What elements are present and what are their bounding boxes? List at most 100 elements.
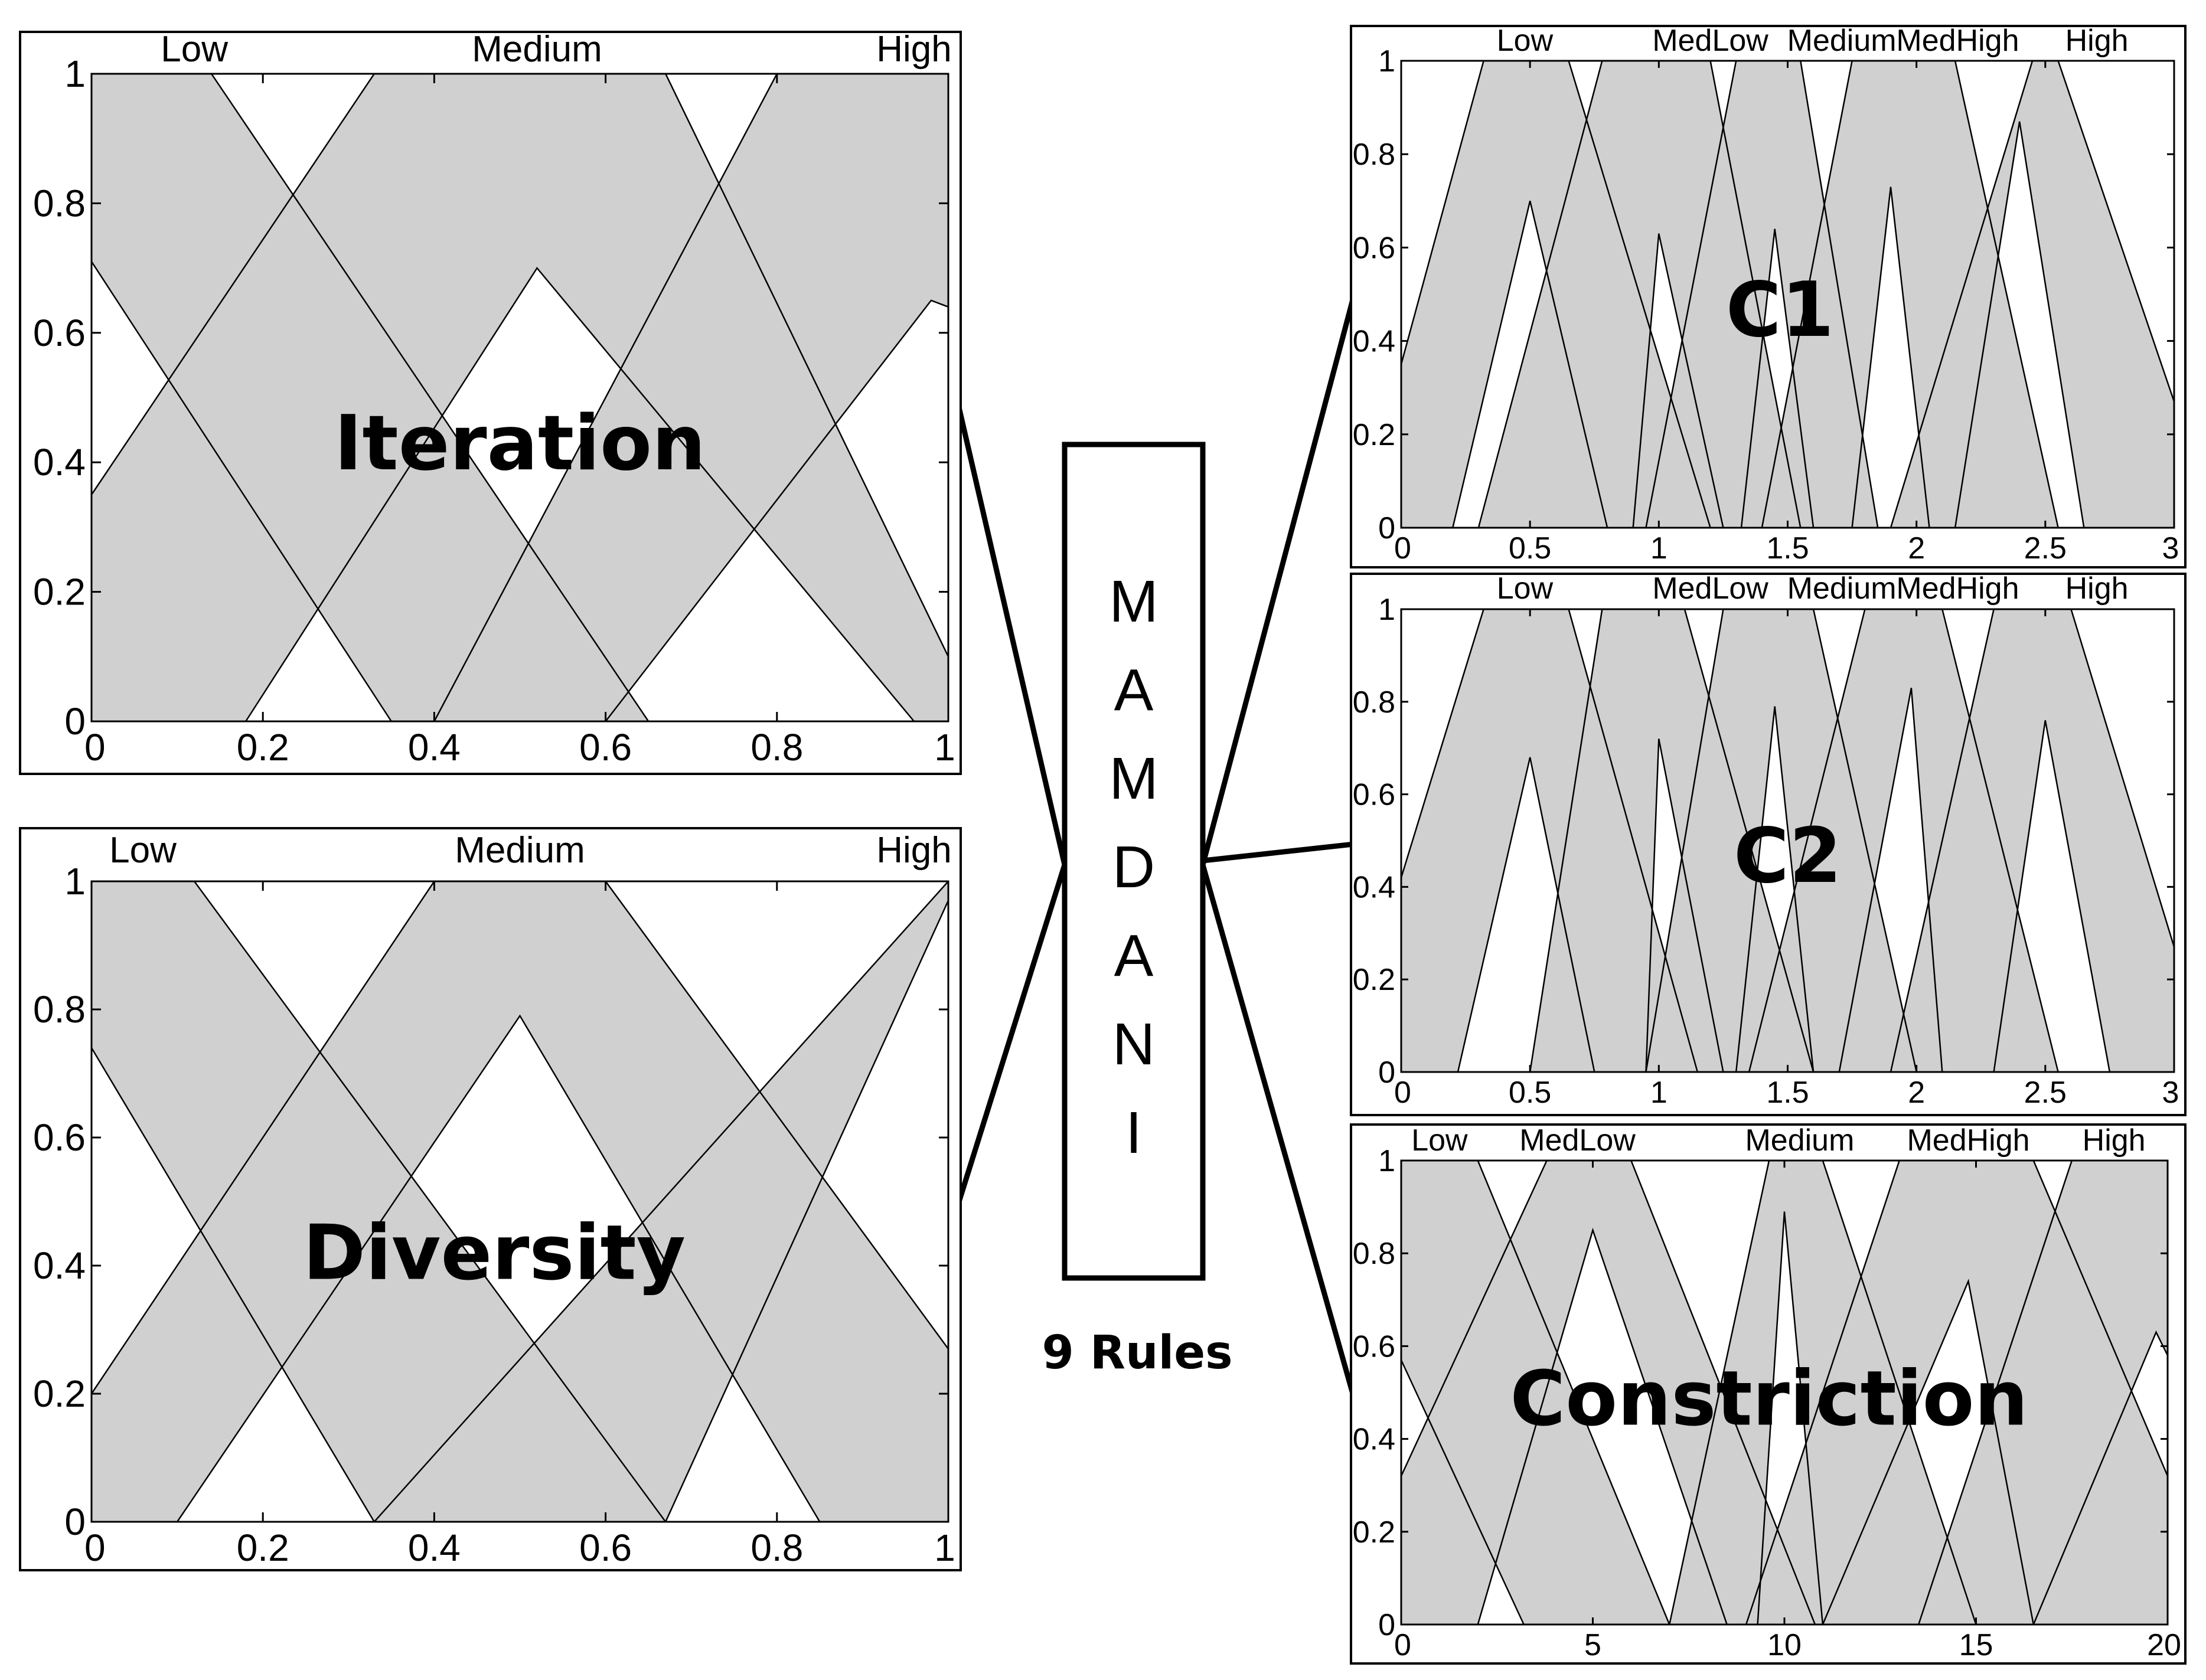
- y-tick-label: 0.6: [1353, 778, 1395, 812]
- y-tick-label: 0: [1378, 1608, 1395, 1642]
- panel-title: Iteration: [334, 400, 706, 488]
- connector-constriction: [1200, 864, 1357, 1399]
- mf-lower-curve: [1838, 688, 1943, 1073]
- x-tick-label: 15: [1959, 1628, 1993, 1662]
- mf-label: High: [2065, 571, 2129, 606]
- mf-lower-curve: [1457, 757, 1595, 1073]
- mf-label: MedLow: [1652, 571, 1768, 606]
- connector-diversity: [956, 864, 1068, 1203]
- y-tick-label: 1: [1378, 1144, 1395, 1178]
- y-tick-label: 0.8: [1353, 1237, 1395, 1271]
- y-tick-label: 0.4: [33, 441, 86, 483]
- x-tick-label: 0: [84, 726, 106, 769]
- mf-label: High: [2083, 1123, 2146, 1158]
- y-tick-label: 0.4: [1353, 1423, 1395, 1457]
- connector-c2: [1202, 841, 1355, 864]
- mamdani-letter: M: [1109, 746, 1158, 812]
- mf-lower-curve: [1851, 187, 1930, 528]
- y-tick-label: 0.6: [1353, 231, 1395, 265]
- panel-title: Diversity: [303, 1210, 686, 1297]
- mf-lower-curve: [1645, 738, 1724, 1073]
- mf-label: Low: [109, 830, 177, 871]
- mf-label: Medium: [1745, 1123, 1854, 1158]
- mamdani-letter: N: [1112, 1011, 1155, 1077]
- x-tick-label: 0: [1394, 1628, 1411, 1662]
- y-tick-label: 1: [1378, 593, 1395, 627]
- mf-label: Low: [1497, 24, 1554, 58]
- mf-label: Medium: [1787, 571, 1897, 606]
- y-tick-label: 0.6: [33, 1116, 86, 1159]
- mf-lower-curve: [1757, 1211, 1824, 1625]
- mf-label: Low: [161, 29, 228, 70]
- x-tick-label: 2.5: [2024, 531, 2067, 566]
- x-tick-label: 1: [1650, 531, 1667, 566]
- mf-band-medhigh: [1401, 1161, 2168, 1625]
- y-tick-label: 0.4: [1353, 870, 1395, 904]
- mf-lower-curve: [245, 266, 915, 722]
- x-tick-label: 1.5: [1766, 531, 1809, 566]
- x-tick-label: 2.5: [2024, 1076, 2067, 1110]
- y-tick-label: 0.2: [1353, 1515, 1395, 1550]
- mf-band-high: [92, 881, 948, 1522]
- mf-lower-curve: [90, 1047, 375, 1522]
- mf-lower-curve: [605, 299, 949, 722]
- y-tick-label: 0: [1378, 511, 1395, 545]
- connector-c1: [1200, 294, 1357, 866]
- x-tick-label: 10: [1767, 1628, 1802, 1662]
- connectors: [956, 294, 1357, 1399]
- mamdani-block: M A M D A N I 9 Rules: [1042, 442, 1233, 1380]
- axes-box: [90, 880, 949, 1523]
- mf-band-low: [92, 881, 948, 1522]
- x-tick-label: 0.4: [408, 726, 461, 769]
- y-tick-label: 1: [64, 53, 86, 95]
- x-tick-label: 0.8: [750, 726, 803, 769]
- y-tick-label: 0.4: [33, 1244, 86, 1287]
- mf-label: MedHigh: [1896, 571, 2019, 606]
- mf-lower-curve: [1477, 1227, 1728, 1625]
- mf-band-high: [92, 74, 948, 721]
- mf-upper-curve: [373, 881, 949, 1522]
- mf-lower-curve: [177, 1014, 821, 1522]
- x-tick-label: 3: [2162, 1076, 2179, 1110]
- y-tick-label: 0.8: [1353, 685, 1395, 720]
- x-tick-label: 5: [1584, 1628, 1601, 1662]
- mf-label: MedHigh: [1896, 24, 2019, 58]
- y-tick-label: 0.8: [1353, 138, 1395, 172]
- mf-label: Medium: [1787, 24, 1897, 58]
- y-tick-label: 0.2: [1353, 418, 1395, 452]
- mf-band-medlow: [1401, 1161, 2168, 1625]
- x-tick-label: 1: [1650, 1076, 1667, 1110]
- x-tick-label: 0.4: [408, 1527, 461, 1569]
- rules-label: 9 Rules: [1042, 1326, 1232, 1380]
- x-tick-label: 1.5: [1766, 1076, 1809, 1110]
- mf-band-high: [1401, 1161, 2168, 1625]
- x-tick-label: 3: [2162, 531, 2179, 566]
- panel-title: Constriction: [1510, 1355, 2028, 1443]
- x-tick-label: 0: [84, 1527, 106, 1569]
- panel-title: C1: [1726, 266, 1834, 354]
- mf-label: High: [876, 830, 952, 871]
- x-tick-label: 0.8: [750, 1527, 803, 1569]
- connector-iteration: [956, 406, 1068, 866]
- mf-lower-curve: [1822, 1279, 2035, 1625]
- y-tick-label: 0.8: [33, 988, 86, 1031]
- mf-label: MedHigh: [1907, 1123, 2029, 1158]
- x-tick-label: 2: [1908, 531, 1925, 566]
- mf-label: High: [2065, 24, 2129, 58]
- y-tick-label: 0.8: [33, 182, 86, 224]
- mamdani-letter: D: [1112, 834, 1155, 900]
- mamdani-letter: I: [1125, 1100, 1142, 1166]
- x-tick-label: 0.2: [237, 1527, 289, 1569]
- x-tick-label: 0.6: [579, 726, 632, 769]
- y-tick-label: 0: [64, 1501, 86, 1543]
- y-tick-label: 0: [64, 700, 86, 743]
- mf-label: Low: [1411, 1123, 1468, 1158]
- mf-lower-curve: [1400, 1359, 1525, 1625]
- x-tick-label: 0: [1394, 1076, 1411, 1110]
- panel-title: C2: [1734, 812, 1842, 900]
- x-tick-label: 1: [934, 1527, 955, 1569]
- y-tick-label: 0.2: [1353, 963, 1395, 997]
